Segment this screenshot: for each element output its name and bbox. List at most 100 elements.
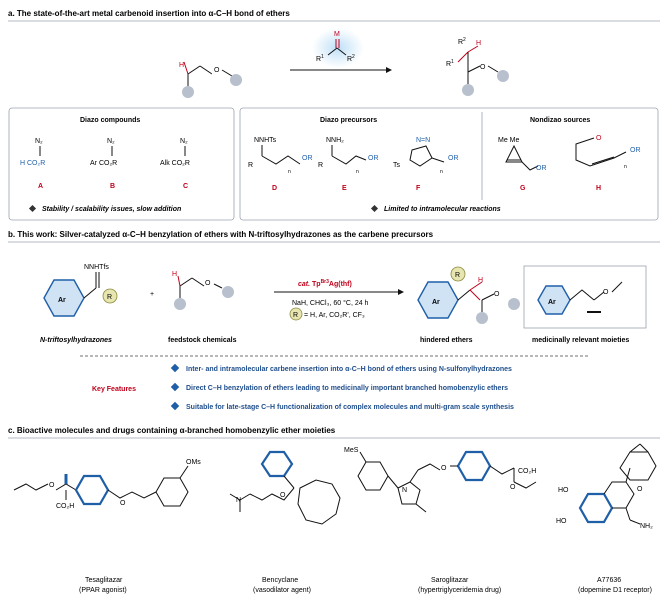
product-r1: R <box>446 61 451 68</box>
conditions-label: NaH, CHCl₃, 60 °C, 24 h <box>292 299 369 307</box>
svg-text:N: N <box>236 497 241 504</box>
svg-text:R: R <box>455 272 460 279</box>
svg-text:NH₂: NH₂ <box>640 523 653 530</box>
svg-text:Ar: Ar <box>432 299 440 306</box>
hydrazone-structure: Ar NNHTfs R <box>43 264 118 317</box>
compound-b: N₂ Ar CO₂R B <box>90 138 117 190</box>
svg-text:HO: HO <box>556 518 567 525</box>
svg-text:n: n <box>624 164 627 170</box>
compound-h: O OR n H <box>575 135 641 192</box>
svg-text:2: 2 <box>463 37 466 43</box>
svg-text:n: n <box>356 169 359 175</box>
svg-text:D: D <box>272 185 277 192</box>
svg-text:Alk CO₂R: Alk CO₂R <box>160 160 190 167</box>
svg-text:n: n <box>288 169 291 175</box>
carbenoid-glow <box>312 28 364 68</box>
svg-text:OR: OR <box>368 155 379 162</box>
plus-sign: + <box>150 291 154 298</box>
svg-text:C: C <box>183 183 188 190</box>
drug-name-3: Saroglitazar <box>431 577 469 584</box>
section-b-title: b. This work: Silver-catalyzed α-C–H ben… <box>8 230 434 239</box>
compound-f: N=N Ts OR n F <box>393 137 459 192</box>
product-r2: R <box>458 39 463 46</box>
drug-desc-1: (PPAR agonist) <box>79 587 127 594</box>
svg-text:NNHTfs: NNHTfs <box>84 264 109 271</box>
bullet-diamond-right <box>370 204 379 213</box>
svg-text:R: R <box>107 294 112 301</box>
svg-text:MeS: MeS <box>344 447 359 454</box>
moiety-box <box>523 265 647 329</box>
svg-text:CO₂H: CO₂H <box>518 468 536 475</box>
feature-bullet-3 <box>170 401 180 411</box>
ether-circle-1 <box>182 86 194 98</box>
nondiazo-title: Nondizao sources <box>530 117 590 124</box>
reagent-r2: R <box>347 56 352 63</box>
label-hydrazones: N-triftosylhydrazones <box>40 337 112 344</box>
svg-text:H CO₂R: H CO₂R <box>20 160 45 167</box>
svg-text:A: A <box>38 183 43 190</box>
svg-text:OR: OR <box>536 165 547 172</box>
svg-text:O: O <box>280 492 286 499</box>
feature-3: Suitable for late-stage C–H functionaliz… <box>186 404 514 411</box>
ether-h-label: H <box>179 62 184 69</box>
svg-text:n: n <box>440 169 443 175</box>
compound-d: NNHTs R OR n D <box>248 137 313 192</box>
svg-text:R: R <box>318 162 323 169</box>
starting-ether <box>187 65 225 86</box>
compound-c: N₂ Alk CO₂R C <box>160 138 190 190</box>
note-left: Stability / scalability issues, slow add… <box>42 206 181 213</box>
reagent-r2-sup: 2 <box>352 54 355 60</box>
label-relevant: medicinally relevant moieties <box>532 337 629 344</box>
svg-text:Ts: Ts <box>393 162 401 169</box>
svg-text:R: R <box>293 312 298 319</box>
svg-text:Ar: Ar <box>548 299 556 306</box>
metal-label: M <box>334 31 340 38</box>
product-o: O <box>480 64 486 71</box>
moiety-structure: Ar <box>537 281 623 315</box>
svg-text:H: H <box>596 185 601 192</box>
svg-text:H: H <box>478 277 483 284</box>
saroglitazar-structure <box>357 450 537 513</box>
svg-text:F: F <box>416 185 421 192</box>
drug-name-4: A77636 <box>597 577 621 584</box>
compound-a: N₂ H CO₂R A <box>20 138 45 190</box>
r-definition: = H, Ar, CO₂R', CF₃ <box>304 312 365 319</box>
feature-2: Direct C–H benzylation of ethers leading… <box>186 385 508 392</box>
ether-circle-2 <box>230 74 242 86</box>
svg-text:OR: OR <box>630 147 641 154</box>
svg-text:OR: OR <box>448 155 459 162</box>
svg-text:O: O <box>637 486 643 493</box>
svg-text:H: H <box>172 271 177 278</box>
svg-text:N₂: N₂ <box>107 138 115 145</box>
svg-text:OR: OR <box>302 155 313 162</box>
svg-text:O: O <box>510 484 516 491</box>
note-right: Limited to intramolecular reactions <box>384 206 501 213</box>
drug-desc-3: (hypertriglyceridemia drug) <box>418 587 501 594</box>
box-precursors <box>239 107 659 221</box>
label-feedstock: feedstock chemicals <box>168 337 237 344</box>
svg-text:O: O <box>205 280 211 287</box>
a77636-structure <box>578 443 657 525</box>
svg-text:O: O <box>596 135 602 142</box>
reagent-r1-sup: 1 <box>321 54 324 60</box>
svg-text:N: N <box>402 487 407 494</box>
compound-e: NNH₂ R OR n E <box>318 137 379 192</box>
svg-text:O: O <box>441 465 447 472</box>
feedstock-structure <box>174 275 234 310</box>
svg-text:N₂: N₂ <box>180 138 188 145</box>
key-features-label: Key Features <box>92 386 136 393</box>
svg-text:N=N: N=N <box>416 137 430 144</box>
compound-g: Me Me OR G <box>498 137 547 192</box>
svg-text:Ar: Ar <box>58 297 66 304</box>
product-h: H <box>476 40 481 47</box>
hindered-ether-structure: Ar R <box>417 266 520 324</box>
feature-bullet-1 <box>170 363 180 373</box>
svg-text:Me Me: Me Me <box>498 137 520 144</box>
bullet-diamond-left <box>28 204 37 213</box>
precursor-title: Diazo precursors <box>320 117 377 124</box>
section-c-title: c. Bioactive molecules and drugs contain… <box>8 426 336 435</box>
svg-text:OMs: OMs <box>186 459 201 466</box>
label-hindered: hindered ethers <box>420 337 473 344</box>
drug-name-2: Bencyclane <box>262 577 298 584</box>
